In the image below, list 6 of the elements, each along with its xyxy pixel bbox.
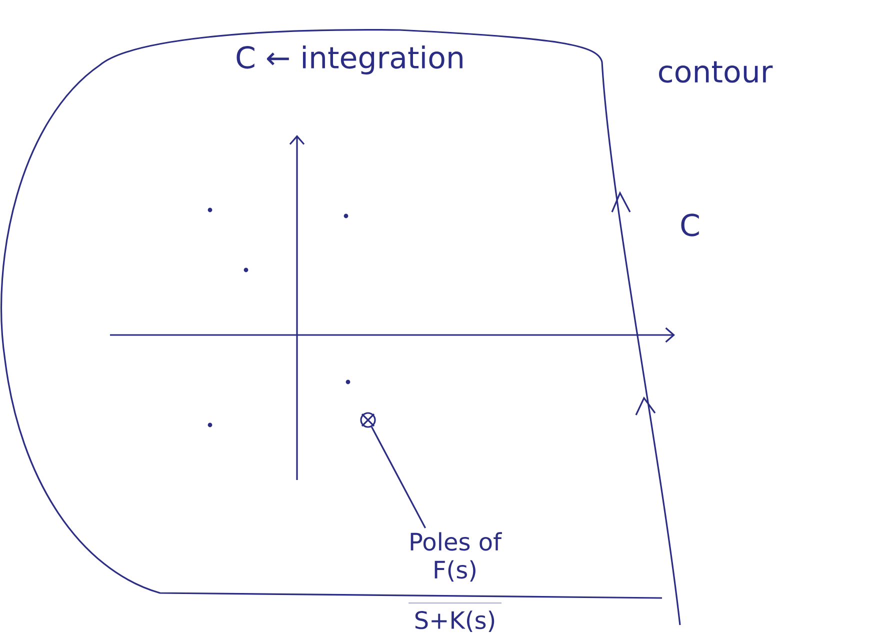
text-label: contour [659, 61, 773, 83]
pole-marker [360, 412, 376, 428]
leader-line [370, 426, 426, 528]
text-label: C ← integration [236, 46, 462, 75]
text-block: Poles of F(s) S+K(s) [408, 532, 502, 632]
text-label: C [681, 214, 699, 236]
